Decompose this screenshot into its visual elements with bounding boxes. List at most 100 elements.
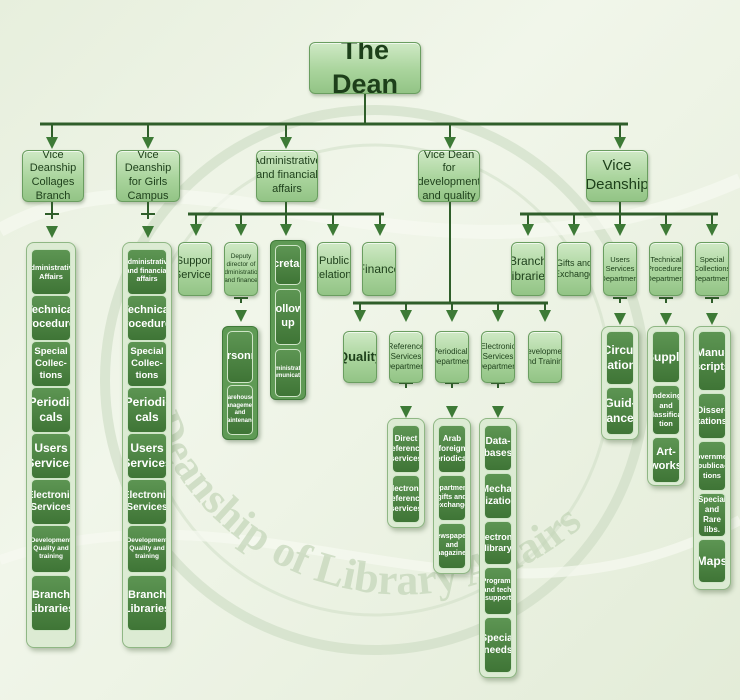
girls-campus-item: Administrative and financial affairs — [127, 249, 167, 295]
arrow-icon — [614, 224, 626, 236]
arrow-icon — [446, 310, 458, 322]
development-and-training: Development and Training — [528, 331, 562, 383]
finance: Finance — [362, 242, 396, 296]
reference-items-column: Direct reference servicesElectronic refe… — [387, 418, 425, 528]
periodicals-item: Newspapers and magazines — [438, 523, 466, 569]
arrow-icon — [142, 137, 154, 149]
arrow-icon — [492, 310, 504, 322]
users-services-department: Users Services Department — [603, 242, 637, 296]
girls-campus-item: Electronic Services — [127, 479, 167, 525]
electronic-services-department: Electronic Services Department — [481, 331, 515, 383]
electronic-item: Mecha- nization — [484, 473, 512, 519]
collages-branch-column: Administrative AffairsTechnical Procedur… — [26, 242, 76, 648]
support-services: Support Services — [178, 242, 212, 296]
arrow-icon — [539, 310, 551, 322]
arrow-icon — [444, 137, 456, 149]
arrow-icon — [492, 406, 504, 418]
periodicals-items-column: Arab foreign periodicalsDepartments gift… — [433, 418, 471, 574]
arrow-icon — [522, 224, 534, 236]
special-item: Special and Rare libs. — [698, 493, 726, 537]
collages-branch-item: Electronic Services — [31, 479, 71, 525]
users-item: Circu- lation — [606, 331, 634, 385]
arrow-icon — [400, 406, 412, 418]
periodicals-item: Arab foreign periodicals — [438, 425, 466, 473]
secretariat-item: Administrative Communications — [275, 349, 301, 397]
branch-libraries: Branch Libraries — [511, 242, 545, 296]
periodicals-department: Periodicals Department — [435, 331, 469, 383]
girls-campus-item: Periodi- cals — [127, 387, 167, 433]
reference-item: Direct reference services — [392, 425, 420, 473]
reference-services-department: Reference Services Department — [389, 331, 423, 383]
girls-campus-item: Branch Libraries — [127, 575, 167, 631]
quality: Quality — [343, 331, 377, 383]
arrow-icon — [280, 137, 292, 149]
deputy-item: Warehouses management, and maintenance — [227, 385, 253, 435]
technical-item: Indexing and classifica- tion — [652, 385, 680, 435]
public-relations: Public Relations — [317, 242, 351, 296]
electronic-item: Special needs — [484, 617, 512, 673]
arrow-icon — [706, 224, 718, 236]
arrow-icon — [400, 310, 412, 322]
secretariat-item: Follow-up — [275, 289, 301, 345]
arrow-icon — [374, 224, 386, 236]
girls-campus-item: Development Quality and training — [127, 525, 167, 573]
deputy-item: Personnel — [227, 331, 253, 383]
special-item: Manu- scripts — [698, 331, 726, 391]
administrative-financial-affairs: Administrative and financial affairs — [256, 150, 318, 202]
arrow-icon — [142, 226, 154, 238]
vice-deanship: Vice Deanship — [586, 150, 648, 202]
arrow-icon — [327, 224, 339, 236]
deputy-column: PersonnelWarehouses management, and main… — [222, 326, 258, 440]
special-item: Maps — [698, 539, 726, 583]
electronic-item: Data- bases — [484, 425, 512, 471]
collages-branch-item: Technical Procedures — [31, 295, 71, 341]
secretariat-column: SecretariatFollow-upAdministrative Commu… — [270, 240, 306, 400]
arrow-icon — [46, 137, 58, 149]
arrow-icon — [706, 313, 718, 325]
girls-campus-column: Administrative and financial affairsTech… — [122, 242, 172, 648]
collages-branch-item: Users Services — [31, 433, 71, 479]
electronic-item: Electronic library — [484, 521, 512, 565]
dean-box: The Dean — [309, 42, 421, 94]
collages-branch-item: Branch Libraries — [31, 575, 71, 631]
special-collections-department: Special Collections Department — [695, 242, 729, 296]
collages-branch-item: Administrative Affairs — [31, 249, 71, 295]
technical-item: Art- works — [652, 437, 680, 483]
users-item: Guid- ance — [606, 387, 634, 435]
arrow-icon — [446, 406, 458, 418]
arrow-icon — [280, 224, 292, 236]
secretariat-item: Secretariat — [275, 245, 301, 285]
reference-item: Electronic reference services — [392, 475, 420, 523]
arrow-icon — [354, 310, 366, 322]
gifts-and-exchange: Gifts and Exchange — [557, 242, 591, 296]
arrow-icon — [46, 226, 58, 238]
girls-campus-item: Special Collec- tions — [127, 341, 167, 387]
periodicals-item: Departments gifts and exchange — [438, 475, 466, 521]
special-item: Disser- tations — [698, 393, 726, 439]
electronic-items-column: Data- basesMecha- nizationElectronic lib… — [479, 418, 517, 678]
technical-procedures-department: Technical Procedures Department — [649, 242, 683, 296]
technical-item: Supply — [652, 331, 680, 383]
arrow-icon — [235, 310, 247, 322]
deputy-director-admin-finance: Deputy director of administration and fi… — [224, 242, 258, 296]
vice-deanship-girls-campus: Vice Deanship for Girls Campus — [116, 150, 180, 202]
arrow-icon — [235, 224, 247, 236]
arrow-icon — [568, 224, 580, 236]
technical-items-column: SupplyIndexing and classifica- tionArt- … — [647, 326, 685, 486]
girls-campus-item: Users Services — [127, 433, 167, 479]
arrow-icon — [190, 224, 202, 236]
collages-branch-item: Special Collec- tions — [31, 341, 71, 387]
vice-dean-development-quality: Vice Dean for development and quality — [418, 150, 480, 202]
electronic-item: Programs and tech. support — [484, 567, 512, 615]
arrow-icon — [660, 224, 672, 236]
vice-deanship-collages-branch: Vice Deanship Collages Branch — [22, 150, 84, 202]
collages-branch-item: Development Quality and training — [31, 525, 71, 573]
girls-campus-item: Technical Procedures — [127, 295, 167, 341]
special-items-column: Manu- scriptsDisser- tationsGovernment p… — [693, 326, 731, 590]
arrow-icon — [660, 313, 672, 325]
users-items-column: Circu- lationGuid- ance — [601, 326, 639, 440]
arrow-icon — [614, 313, 626, 325]
special-item: Government publica- tions — [698, 441, 726, 491]
